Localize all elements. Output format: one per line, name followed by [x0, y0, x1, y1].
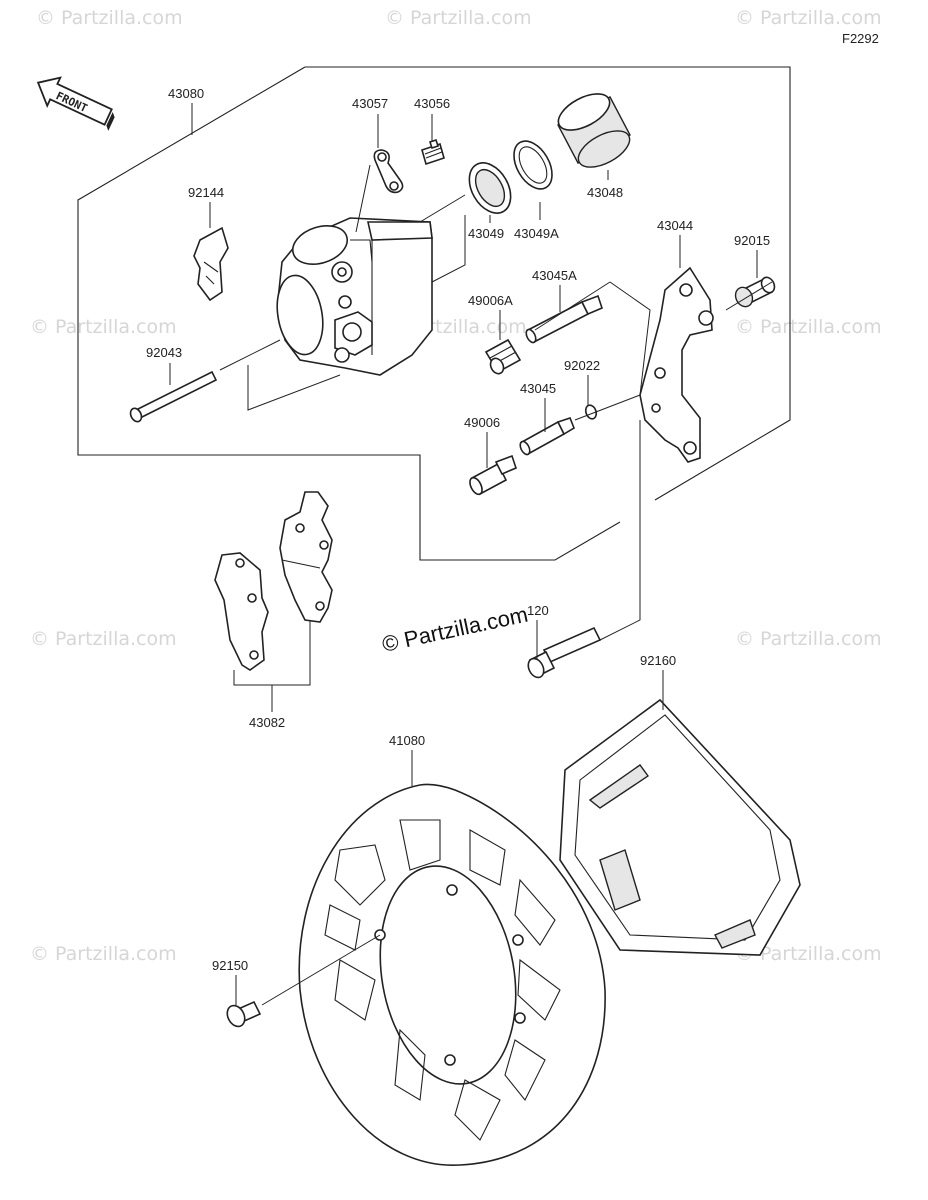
watermark: © Partzilla.com [30, 628, 177, 650]
watermark: © Partzilla.com [385, 7, 532, 29]
caliper-bracket-43044 [639, 266, 714, 463]
watermark: © Partzilla.com [735, 316, 882, 338]
part-label-41080: 41080 [389, 733, 425, 748]
part-label-43080: 43080 [168, 86, 204, 101]
clip-92022 [584, 404, 598, 420]
watermark: © Partzilla.com [735, 7, 882, 29]
boot-49006 [469, 454, 517, 496]
disc-bolt-92150 [226, 1000, 262, 1028]
watermark: © Partzilla.com [735, 943, 882, 965]
seal-43049A [513, 140, 553, 190]
part-label-43057: 43057 [352, 96, 388, 111]
assembly-outline [77, 66, 791, 561]
watermark: © Partzilla.com [36, 7, 183, 29]
collar-92015 [734, 276, 776, 308]
center-watermark: © Partzilla.com [380, 602, 530, 657]
part-label-43045A: 43045A [532, 268, 577, 283]
part-label-49006: 49006 [464, 415, 500, 430]
watermark: © Partzilla.com [735, 628, 882, 650]
part-label-43045: 43045 [520, 381, 556, 396]
pad-spring-92144 [193, 226, 229, 302]
pad-pin-92043 [129, 370, 218, 423]
bolt-120 [527, 626, 602, 679]
caliper-body [276, 217, 433, 376]
part-label-92022: 92022 [564, 358, 600, 373]
disc-guard-92160 [559, 698, 801, 956]
diagram-code: F2292 [842, 31, 879, 46]
brake-disc-41080 [298, 783, 606, 1166]
piston-43048 [557, 93, 631, 168]
slide-pin-43045 [519, 417, 575, 456]
watermark: © Partzilla.com [30, 316, 177, 338]
part-label-92160: 92160 [640, 653, 676, 668]
part-label-92015: 92015 [734, 233, 770, 248]
part-label-43082: 43082 [249, 715, 285, 730]
part-label-43044: 43044 [657, 218, 693, 233]
part-label-120: 120 [527, 603, 549, 618]
part-labels: 43080 43057 43056 43048 43049A 43049 921… [146, 86, 770, 973]
leader-lines [169, 103, 773, 1006]
watermark: © Partzilla.com [30, 943, 177, 965]
part-label-43049A: 43049A [514, 226, 559, 241]
part-label-92144: 92144 [188, 185, 224, 200]
brake-pads-43082 [214, 491, 333, 671]
part-label-92043: 92043 [146, 345, 182, 360]
seal-43049 [468, 162, 512, 214]
part-label-43056: 43056 [414, 96, 450, 111]
bleeder-valve-43056 [421, 138, 445, 166]
front-arrow-icon: FRONT [36, 76, 115, 131]
boot-49006A [484, 338, 522, 375]
bleeder-cap-43057 [373, 149, 404, 194]
slide-pin-43045A [525, 294, 603, 344]
part-label-43048: 43048 [587, 185, 623, 200]
part-label-49006A: 49006A [468, 293, 513, 308]
part-label-92150: 92150 [212, 958, 248, 973]
part-label-43049: 43049 [468, 226, 504, 241]
